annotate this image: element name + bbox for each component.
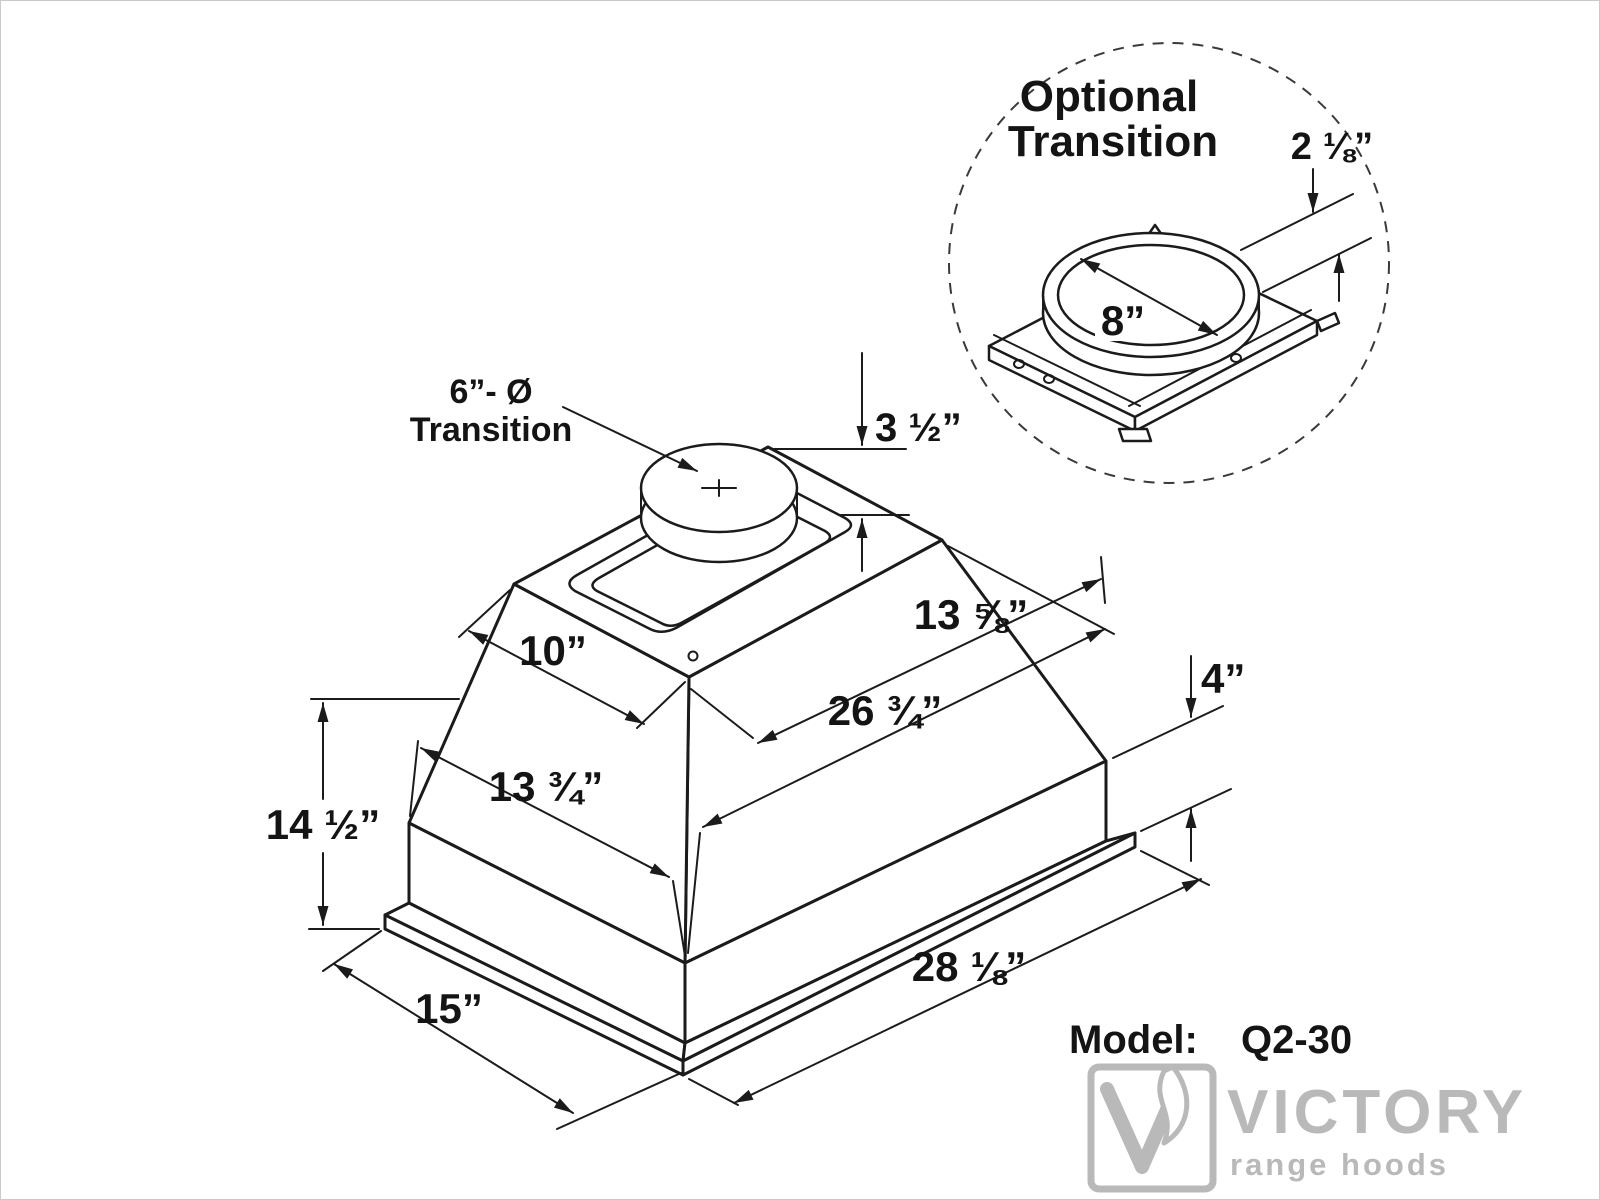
detail-dashed-circle [948,42,1390,484]
dim-top-width: 10” [458,589,686,729]
dim-line [702,628,1106,828]
dim-line [468,630,645,725]
dim-text: 2 ⅛” [1291,126,1373,168]
dim-flange-length: 28 ⅛” [688,850,1210,1106]
dim-text: 13 ⅝” [914,591,1028,638]
logo-flame-icon [1157,1064,1190,1146]
plate-hem-line-left [993,334,1141,407]
ext-line [1140,788,1232,832]
plate-screw-hole [1230,353,1242,363]
dim-detail-collar-height: 2 ⅛” [1240,126,1373,302]
ext-line [687,832,701,954]
plate-screw-hole [1013,359,1025,369]
ext-line [947,545,1115,635]
adapter-plate-side-right [1133,319,1319,433]
dim-text: 28 ⅛” [912,943,1026,990]
ext-line [322,930,382,972]
optional-transition-detail: Optional Transition 8” [948,42,1390,484]
dim-collar-height: 3 ½” [770,352,962,572]
dim-text: 4” [1201,655,1245,702]
plateau-screw-hole [687,650,699,662]
dim-text: 26 ¾” [828,687,942,734]
dim-liner-width: 13 ¾” [409,740,686,957]
dim-overall-height: 14 ½” [266,698,460,930]
dim-line [420,747,670,878]
dim-text: 8” [1101,297,1145,344]
dim-detail-diameter: 8” [1080,258,1218,344]
callout-leader-line [562,406,698,472]
ext-line [672,880,686,957]
dim-box-height: 4” [1112,655,1245,862]
dim-text: 3 ½” [875,406,962,450]
brand-logo: VICTORY range hoods [1087,1063,1527,1193]
callout-line2: Transition [410,411,572,449]
callout-6in-transition: 6”- Ø Transition [410,373,698,472]
dim-flange-width: 15” [322,930,682,1130]
ext-line [1112,705,1224,759]
model-value: Q2-30 [1241,1018,1352,1062]
dim-line [733,878,1202,1104]
dim-line [333,963,574,1114]
ext-line [1100,556,1106,604]
plate-screw-hole [1043,374,1055,384]
dim-text: 13 ¾” [489,763,603,810]
ext-line [409,740,419,817]
callout-line1: 6”- Ø [449,373,532,411]
ext-line [1240,193,1354,251]
dim-text-backing [1095,301,1153,341]
ext-line [1262,237,1372,293]
detail-title-line2: Transition [1008,117,1218,166]
dim-text: 15” [415,985,483,1032]
ext-line [556,1072,682,1130]
dim-line [1080,258,1218,336]
ext-line [636,681,686,729]
brand-name: VICTORY [1227,1078,1527,1147]
model-label: Model: [1069,1018,1198,1062]
plate-tab-front [1117,427,1153,443]
brand-tagline: range hoods [1230,1147,1449,1182]
model-block: Model: Q2-30 [1069,1018,1352,1062]
dim-text: 14 ½” [266,801,380,848]
ext-line [458,589,511,638]
plate-tab-right [1315,311,1341,333]
dim-liner-length: 26 ¾” [687,545,1115,954]
detail-title-line1: Optional [1020,72,1198,121]
ext-line [688,1078,739,1106]
dim-text: 10” [519,627,587,674]
